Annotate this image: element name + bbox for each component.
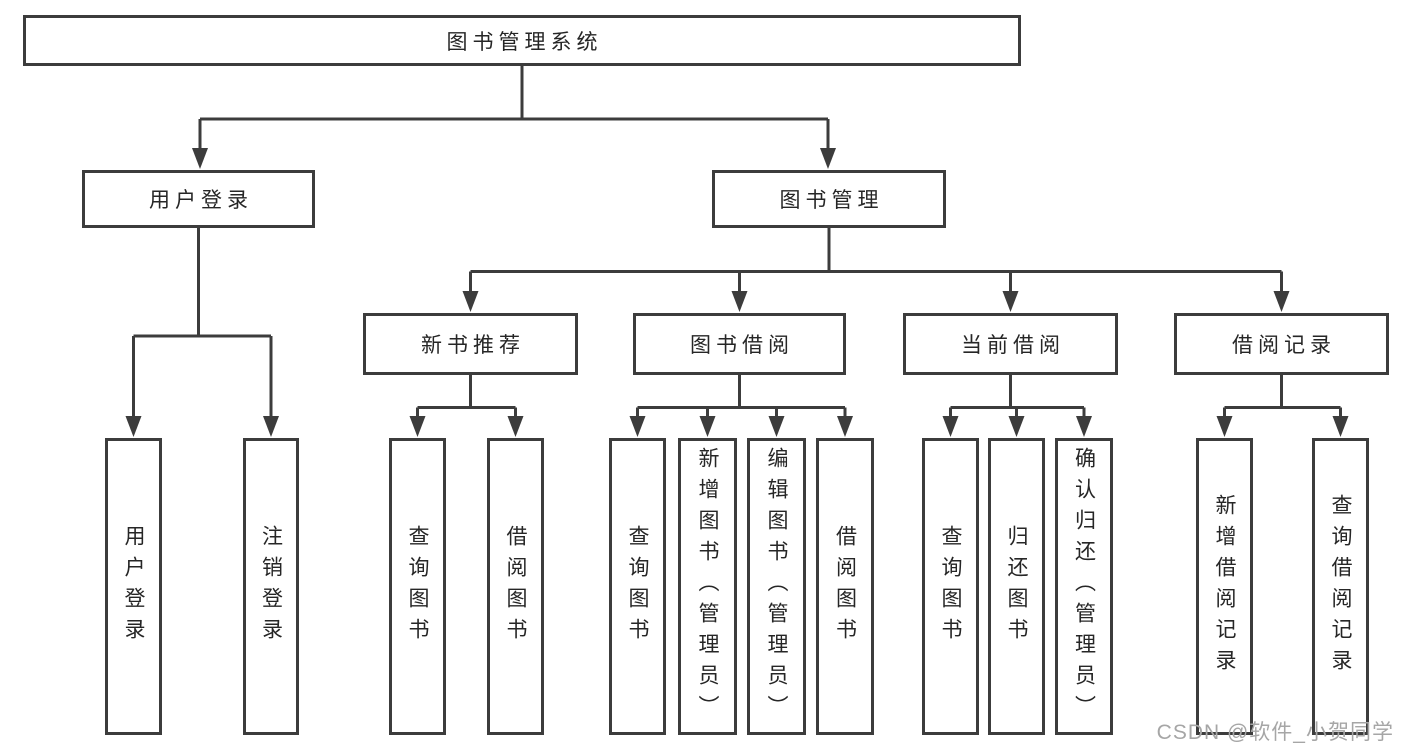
node-current-query-books: 查询图书	[922, 438, 979, 735]
node-label: 查询借阅记录	[1329, 493, 1352, 680]
arrowhead-icons	[125, 148, 1349, 437]
node-label: 借阅图书	[833, 524, 857, 649]
node-user-login: 用户登录	[82, 170, 315, 228]
node-new-book-recommend: 新书推荐	[363, 313, 578, 375]
node-label: 借阅图书	[504, 524, 527, 649]
node-query-borrow-record: 查询借阅记录	[1312, 438, 1369, 735]
node-recommend-borrow-books: 借阅图书	[487, 438, 544, 735]
node-logout-action: 注销登录	[243, 438, 299, 735]
node-book-management: 图书管理	[712, 170, 946, 228]
watermark-text: CSDN @软件_小贺同学	[1156, 721, 1394, 744]
node-return-books: 归还图书	[988, 438, 1045, 735]
node-label: 确认归还（管理员）	[1072, 447, 1096, 726]
node-current-borrow: 当前借阅	[903, 313, 1118, 375]
node-library-system: 图书管理系统	[23, 15, 1021, 66]
node-label: 注销登录	[259, 524, 283, 649]
node-add-books-admin: 新增图书（管理员）	[678, 438, 737, 735]
node-label: 查询图书	[406, 524, 429, 649]
node-label: 查询图书	[626, 524, 649, 649]
node-borrow-records: 借阅记录	[1174, 313, 1389, 375]
node-label: 用户登录	[122, 524, 145, 649]
node-add-borrow-record: 新增借阅记录	[1196, 438, 1253, 735]
node-label: 查询图书	[939, 524, 962, 649]
node-recommend-query-books: 查询图书	[389, 438, 446, 735]
node-label: 新增借阅记录	[1213, 493, 1236, 680]
node-label: 编辑图书（管理员）	[765, 447, 788, 726]
node-borrow-query-books: 查询图书	[609, 438, 666, 735]
node-borrow-borrow-books: 借阅图书	[816, 438, 874, 735]
node-label: 归还图书	[1005, 524, 1028, 649]
node-label: 新增图书（管理员）	[696, 447, 719, 726]
node-confirm-return-admin: 确认归还（管理员）	[1055, 438, 1113, 735]
node-edit-books-admin: 编辑图书（管理员）	[747, 438, 806, 735]
node-book-borrow: 图书借阅	[633, 313, 846, 375]
node-user-login-action: 用户登录	[105, 438, 162, 735]
